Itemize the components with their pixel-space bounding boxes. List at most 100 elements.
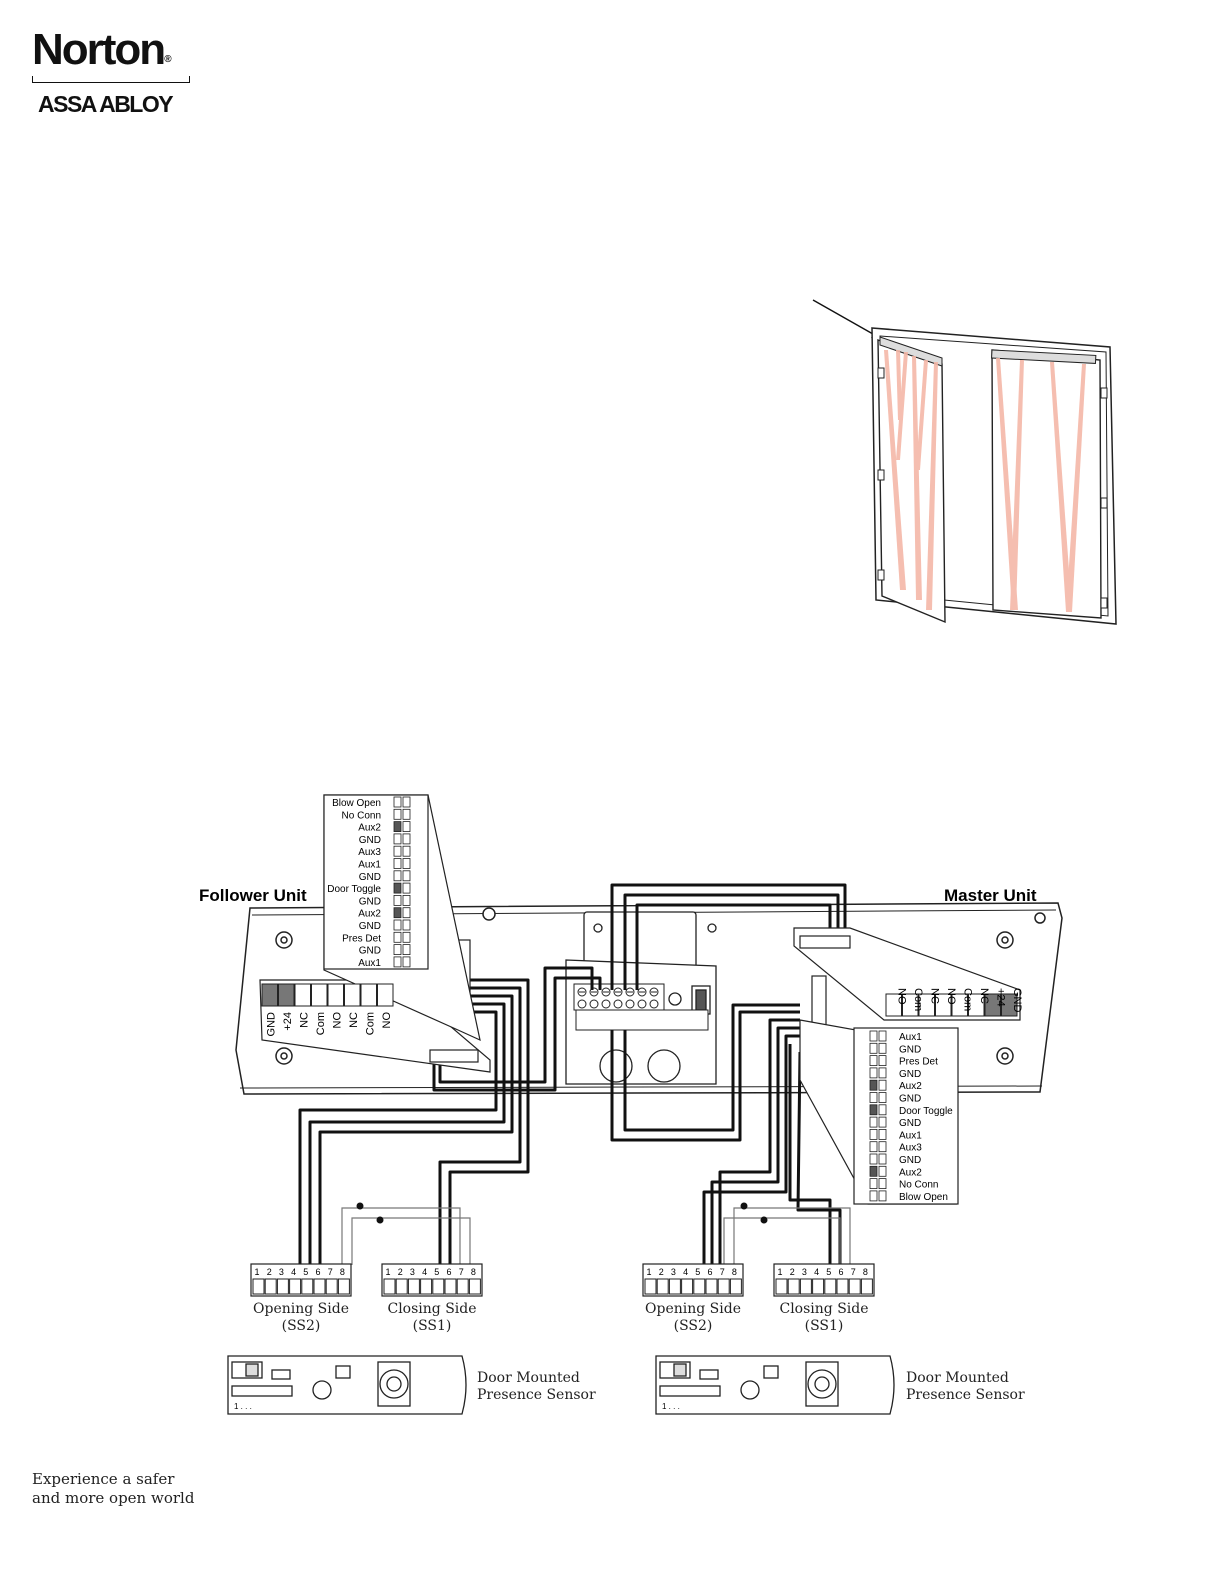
labels.right_pins-pin-socket — [878, 1067, 887, 1079]
connector-pin-number: 8 — [340, 1267, 345, 1277]
relay-terminal — [377, 983, 394, 1007]
screw-terminal — [589, 999, 599, 1009]
connector-pin-number: 8 — [471, 1267, 476, 1277]
labels.right_pins-pin-terminal — [869, 1079, 878, 1091]
labels.right_pins-pin-terminal — [869, 1178, 878, 1189]
screw-terminal — [625, 999, 635, 1009]
labels.right_pins-pin-label: GND — [899, 1155, 921, 1166]
labels.left_pins-pin-label: Aux1 — [358, 860, 381, 871]
connector-pin-number: 8 — [732, 1267, 737, 1277]
relay-terminal-label: Com — [961, 988, 973, 1011]
labels.right_pins-pin-terminal — [869, 1030, 878, 1042]
connector-pin-number: 6 — [446, 1267, 451, 1277]
connector-pin-number: 4 — [814, 1267, 819, 1277]
connector-pin-number: 1 — [646, 1267, 651, 1277]
labels.left_pins-pin-terminal — [393, 821, 402, 832]
relay-terminal-label: GND — [1011, 988, 1023, 1013]
labels.right_pins-pin-socket — [878, 1092, 887, 1103]
connector-pin-number: 2 — [659, 1267, 664, 1277]
relay-terminal — [294, 983, 311, 1007]
labels.left_pins-pin-terminal — [393, 858, 402, 869]
master-unit-title: Master Unit — [944, 886, 1037, 905]
relay-terminal-label: NO — [331, 1012, 343, 1029]
labels.left_pins-pin-terminal — [393, 882, 402, 894]
labels.right_pins-pin-label: GND — [899, 1044, 921, 1055]
labels.left_pins-pin-label: Aux2 — [358, 909, 381, 920]
tagline-line-2: and more open world — [32, 1489, 195, 1507]
screw-terminal — [613, 999, 623, 1009]
labels.right_pins-pin-label: GND — [899, 1094, 921, 1105]
logo-brand: Norton® — [32, 25, 172, 74]
right-closing-caption: Closing Side — [779, 1301, 868, 1317]
labels.left_pins-pin-socket — [402, 895, 411, 906]
labels.left_pins-pin-terminal — [393, 808, 402, 820]
relay-terminal — [327, 983, 344, 1007]
labels.left_pins-pin-label: Door Toggle — [327, 884, 381, 895]
labels.left_pins-pin-terminal — [393, 944, 402, 955]
labels.right_pins-pin-label: Blow Open — [899, 1192, 948, 1203]
connector-pin-number: 2 — [398, 1267, 403, 1277]
left-sensor-label-2: Presence Sensor — [477, 1387, 596, 1403]
connector-pin-number: 5 — [695, 1267, 700, 1277]
left-sensor-label-1: Door Mounted — [477, 1370, 580, 1386]
right-sensor-label-2: Presence Sensor — [906, 1387, 1025, 1403]
connector-pin-number: 5 — [826, 1267, 831, 1277]
labels.left_pins-pin-terminal — [393, 870, 402, 882]
relay-terminal-label: GND — [265, 1012, 277, 1037]
connector-pin-number: 7 — [328, 1267, 333, 1277]
relay-terminal-label: Com — [912, 988, 924, 1011]
left-closing-caption: Closing Side — [387, 1301, 476, 1317]
right-sensor-pin-hint: 1 . . . — [662, 1402, 680, 1411]
connector-pin-number: 4 — [422, 1267, 427, 1277]
labels.right_pins-pin-terminal — [869, 1190, 878, 1202]
screw-terminal — [637, 999, 647, 1009]
connector-pin-number: 4 — [291, 1267, 296, 1277]
connector-pin-number: 7 — [720, 1267, 725, 1277]
connector-pin-number: 7 — [851, 1267, 856, 1277]
right-closing-code: (SS1) — [805, 1318, 844, 1334]
relay-terminal — [311, 983, 328, 1007]
logo-rule — [32, 76, 190, 83]
thin-wires — [341, 1207, 851, 1265]
left-opening-code: (SS2) — [282, 1318, 321, 1334]
labels.right_pins-pin-socket — [878, 1190, 887, 1202]
labels.right_pins-pin-socket — [878, 1104, 887, 1116]
connector-pin-number: 2 — [267, 1267, 272, 1277]
labels.right_pins-pin-terminal — [869, 1104, 878, 1116]
right-opening-code: (SS2) — [674, 1318, 713, 1334]
screw-terminal — [649, 999, 659, 1009]
relay-terminal-label: +24 — [282, 1012, 294, 1031]
connector-pin-number: 5 — [434, 1267, 439, 1277]
labels.right_pins-pin-terminal — [869, 1141, 878, 1153]
labels.left_pins-pin-label: GND — [359, 835, 381, 846]
relay-terminal-label: NC — [978, 988, 990, 1004]
relay-terminal — [951, 993, 968, 1017]
labels.left_pins-pin-terminal — [393, 796, 402, 808]
labels.left_pins-pin-label: Blow Open — [332, 798, 381, 809]
right-sensor-label-1: Door Mounted — [906, 1370, 1009, 1386]
labels.right_pins-pin-terminal — [869, 1116, 878, 1128]
relay-terminal — [278, 983, 295, 1007]
labels.right_pins-pin-terminal — [869, 1067, 878, 1079]
connector-pin-number: 4 — [683, 1267, 688, 1277]
labels.right_pins-pin-socket — [878, 1055, 887, 1066]
labels.left_pins-pin-terminal — [393, 895, 402, 906]
connector-pin-number: 6 — [838, 1267, 843, 1277]
labels.right_pins-pin-socket — [878, 1030, 887, 1042]
connector-pin-number: 8 — [863, 1267, 868, 1277]
relay-terminal-label: NO — [381, 1012, 393, 1029]
relay-terminal — [360, 983, 377, 1007]
follower-unit-title: Follower Unit — [199, 886, 307, 905]
relay-terminal — [968, 993, 985, 1017]
left-opening-caption: Opening Side — [253, 1301, 349, 1317]
left-closing-code: (SS1) — [413, 1318, 452, 1334]
labels.left_pins-pin-socket — [402, 919, 411, 931]
labels.left_pins-pin-label: GND — [359, 946, 381, 957]
labels.left_pins-pin-terminal — [393, 907, 402, 919]
relay-terminal — [261, 983, 278, 1007]
left-sensor-pin-hint: 1 . . . — [234, 1402, 252, 1411]
labels.right_pins-pin-socket — [878, 1042, 887, 1054]
